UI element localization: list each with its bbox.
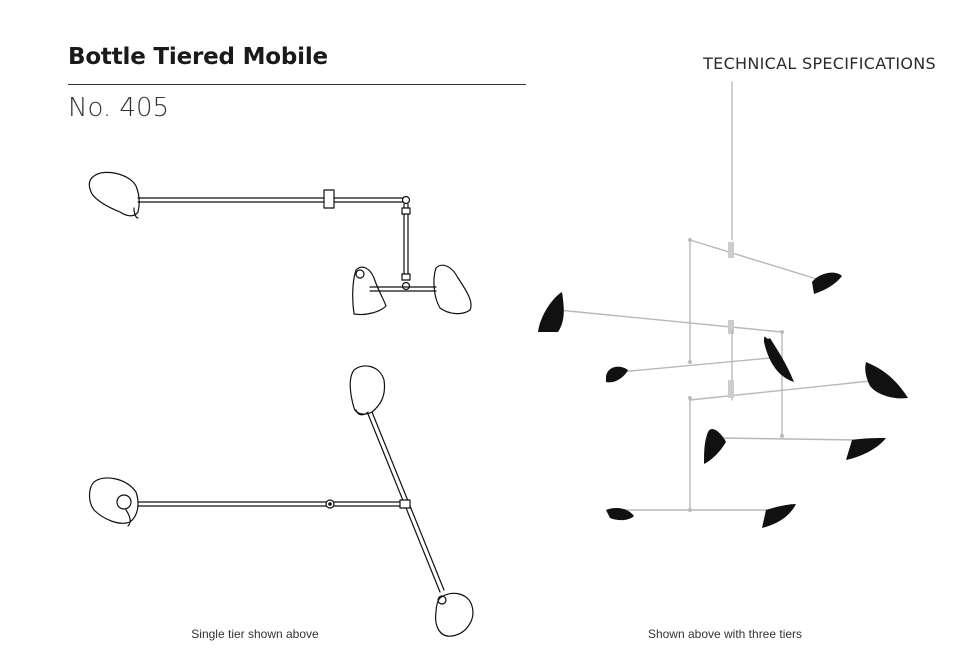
- single-tier-plan-drawing: [88, 365, 474, 637]
- shade-lower-right: [433, 264, 472, 315]
- section-label: TECHNICAL SPECIFICATIONS: [703, 54, 936, 73]
- shade-top: [349, 365, 386, 415]
- single-tier-caption: Single tier shown above: [191, 627, 319, 641]
- shade-bottom: [435, 592, 474, 637]
- model-number: No. 405: [68, 93, 170, 123]
- shade-photo-4: [764, 336, 794, 382]
- shade-photo-5: [865, 362, 908, 399]
- counterweight-block: [323, 189, 335, 209]
- single-tier-elevation-drawing: [88, 171, 472, 316]
- shade-photo-6: [704, 429, 726, 464]
- title-divider: [68, 84, 526, 85]
- shade-photo-1: [812, 272, 842, 294]
- shade-lower-left: [352, 266, 387, 316]
- three-tier-caption: Shown above with three tiers: [647, 627, 803, 641]
- shade-photo-7: [846, 438, 886, 460]
- shade-left: [88, 171, 140, 217]
- shade-photo-9: [762, 504, 796, 528]
- three-tier-product-photo: [538, 81, 908, 528]
- shade-photo-8: [606, 508, 634, 521]
- shade-photo-3: [606, 366, 628, 383]
- product-title: Bottle Tiered Mobile: [68, 44, 328, 70]
- shade-photo-2: [538, 292, 564, 332]
